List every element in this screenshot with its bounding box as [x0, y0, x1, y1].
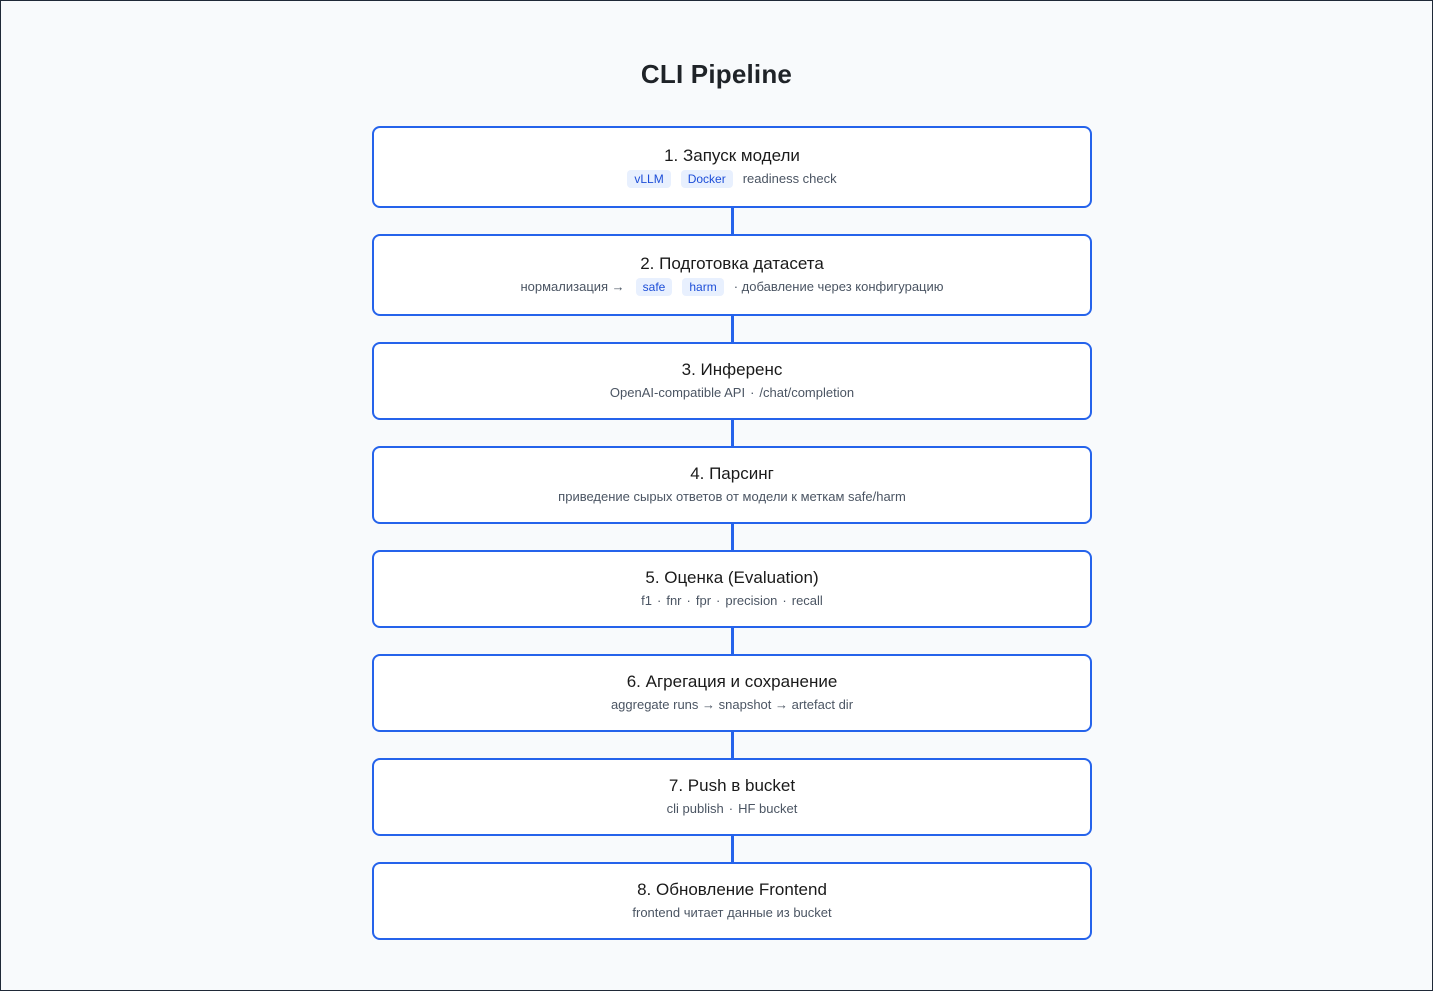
metric-fpr: fpr — [695, 593, 712, 608]
step-title: 2. Подготовка датасета — [640, 254, 824, 273]
connector-line — [730, 420, 734, 446]
tag-docker: Docker — [680, 170, 733, 188]
step-note: readiness check — [742, 171, 837, 186]
step-part: frontend читает данные из bucket — [632, 905, 832, 920]
step-title: 5. Оценка (Evaluation) — [645, 568, 819, 587]
step-update-frontend: 8. Обновление Frontend frontend читает д… — [372, 862, 1092, 940]
step-details: OpenAI-compatible API · /chat/completion — [610, 384, 854, 402]
step-details: f1 · fnr · fpr · precision · recall — [641, 592, 823, 610]
step-title: 3. Инференс — [681, 360, 783, 379]
step-details: cli publish · HF bucket — [667, 800, 798, 818]
step-details: vLLM Docker readiness check — [627, 170, 837, 188]
connector-line — [730, 836, 734, 862]
separator-dot: · — [657, 593, 662, 608]
connector-line — [730, 524, 734, 550]
tag-harm: harm — [682, 278, 724, 296]
step-details: нормализация → safe harm · добавление че… — [520, 278, 944, 296]
step-evaluation: 5. Оценка (Evaluation) f1 · fnr · fpr · … — [372, 550, 1092, 628]
connector-line — [730, 316, 734, 342]
metric-fnr: fnr — [666, 593, 682, 608]
step-parsing: 4. Парсинг приведение сырых ответов от м… — [372, 446, 1092, 524]
connector-line — [730, 732, 734, 758]
step-aggregation: 6. Агрегация и сохранение aggregate runs… — [372, 654, 1092, 732]
step-part: cli publish — [666, 801, 724, 816]
tag-vllm: vLLM — [627, 170, 671, 188]
metric-f1: f1 — [641, 593, 652, 608]
step-prefix: нормализация → — [520, 279, 625, 294]
step-title: 6. Агрегация и сохранение — [626, 672, 838, 691]
metric-precision: precision — [725, 593, 778, 608]
step-part: /chat/completion — [759, 385, 855, 400]
step-part: OpenAI-compatible API — [609, 385, 746, 400]
step-details: приведение сырых ответов от модели к мет… — [558, 488, 906, 506]
separator-dot: · — [686, 593, 691, 608]
step-title: 7. Push в bucket — [668, 776, 796, 795]
diagram-title: CLI Pipeline — [640, 59, 793, 89]
separator-dot: · — [728, 801, 734, 816]
separator-dot: · — [782, 593, 787, 608]
step-inference: 3. Инференс OpenAI-compatible API · /cha… — [372, 342, 1092, 420]
pipeline: 1. Запуск модели vLLM Docker readiness c… — [372, 126, 1092, 940]
step-part: aggregate runs → snapshot → artefact dir — [610, 697, 854, 712]
tag-safe: safe — [635, 278, 673, 296]
step-part: приведение сырых ответов от модели к мет… — [558, 489, 906, 504]
step-title: 8. Обновление Frontend — [637, 880, 827, 899]
separator-dot: · — [750, 385, 755, 400]
step-suffix: · добавление через конфигурацию — [733, 279, 944, 294]
step-title: 4. Парсинг — [690, 464, 774, 483]
step-details: frontend читает данные из bucket — [632, 904, 831, 922]
step-push-bucket: 7. Push в bucket cli publish · HF bucket — [372, 758, 1092, 836]
metric-recall: recall — [791, 593, 823, 608]
connector-line — [730, 208, 734, 234]
step-title: 1. Запуск модели — [664, 146, 800, 165]
step-launch-model: 1. Запуск модели vLLM Docker readiness c… — [372, 126, 1092, 208]
connector-line — [730, 628, 734, 654]
step-prepare-dataset: 2. Подготовка датасета нормализация → sa… — [372, 234, 1092, 316]
separator-dot: · — [716, 593, 721, 608]
step-details: aggregate runs → snapshot → artefact dir — [611, 696, 853, 714]
step-part: HF bucket — [738, 801, 798, 816]
